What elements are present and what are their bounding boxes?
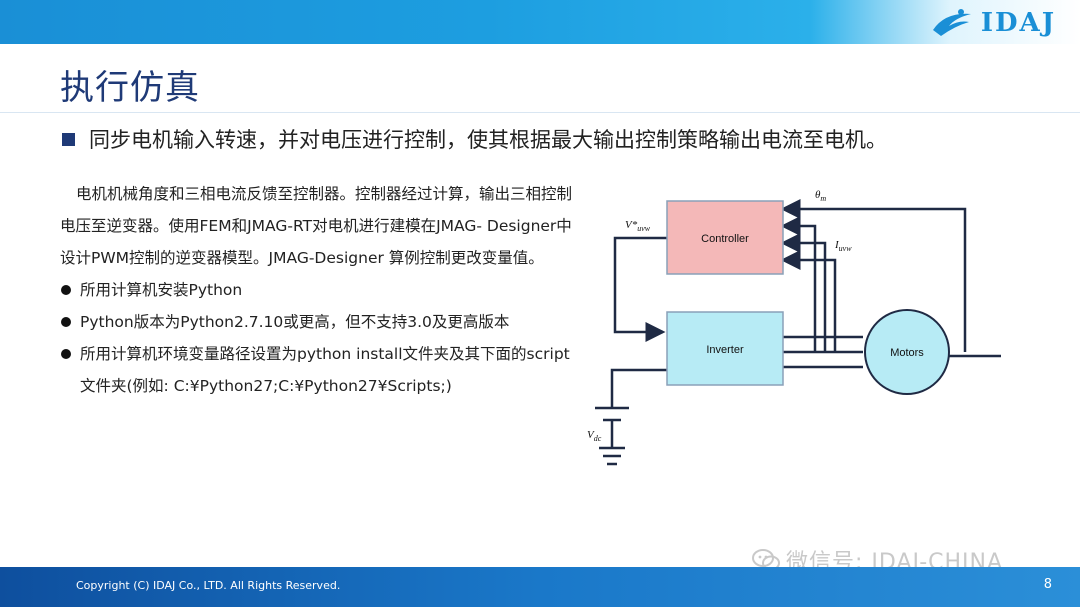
motor-label: Motors	[890, 347, 924, 359]
current-feedback-wire-w	[780, 216, 817, 352]
logo-text: IDAJ	[980, 8, 1056, 38]
current-feedback-wire-u	[780, 250, 837, 352]
list-item: 所用计算机环境变量路径设置为python install文件夹及其下面的scri…	[60, 338, 580, 402]
theta-feedback-wire	[780, 199, 967, 352]
current-feedback-wire-v	[780, 233, 827, 352]
copyright-text: Copyright (C) IDAJ Co., LTD. All Rights …	[76, 579, 341, 592]
swoosh-logo-icon	[932, 9, 971, 36]
theta-label: θm	[815, 189, 826, 203]
list-item-text: 所用计算机环境变量路径设置为python install文件夹及其下面的scri…	[80, 345, 570, 395]
motor-block	[864, 309, 950, 395]
controller-block	[666, 200, 784, 275]
square-bullet-icon	[62, 132, 75, 146]
page-title: 执行仿真	[60, 68, 200, 108]
inverter-block	[666, 311, 784, 386]
header-bar	[0, 0, 1080, 44]
page-number: 8	[1043, 577, 1052, 592]
footer-bar: Copyright (C) IDAJ Co., LTD. All Rights …	[0, 567, 1080, 607]
current-label: Iuvw	[834, 239, 852, 253]
vdc-wire	[610, 368, 667, 408]
list-item-text: Python版本为Python2.7.10或更高，但不支持3.0及更高版本	[80, 313, 510, 331]
bullet-list: 所用计算机安装Python Python版本为Python2.7.10或更高，但…	[60, 274, 580, 402]
headline-text: 同步电机输入转速，并对电压进行控制，使其根据最大输出控制策略输出电流至电机。	[89, 128, 887, 152]
vstar-label: V*uvw	[625, 219, 651, 233]
list-item: Python版本为Python2.7.10或更高，但不支持3.0及更高版本	[60, 306, 580, 338]
headline: 同步电机输入转速，并对电压进行控制，使其根据最大输出控制策略输出电流至电机。	[62, 124, 887, 154]
vdc-label: Vdc	[587, 429, 602, 443]
brand-logo: IDAJ	[931, 5, 1056, 41]
inverter-label: Inverter	[706, 344, 744, 356]
list-item-text: 所用计算机安装Python	[80, 281, 243, 299]
vstar-wire	[613, 236, 667, 342]
bullet-dot-icon	[61, 349, 71, 359]
control-block-diagram: Controller Inverter Motors θm V*uvw Iuvw…	[587, 189, 1001, 466]
bullet-dot-icon	[61, 285, 71, 295]
controller-label: Controller	[701, 233, 749, 245]
body-text: 电机机械角度和三相电流反馈至控制器。控制器经过计算，输出三相控制电压至逆变器。使…	[60, 178, 580, 402]
bullet-dot-icon	[61, 317, 71, 327]
title-divider	[0, 112, 1080, 113]
list-item: 所用计算机安装Python	[60, 274, 580, 306]
body-paragraph: 电机机械角度和三相电流反馈至控制器。控制器经过计算，输出三相控制电压至逆变器。使…	[60, 185, 573, 267]
